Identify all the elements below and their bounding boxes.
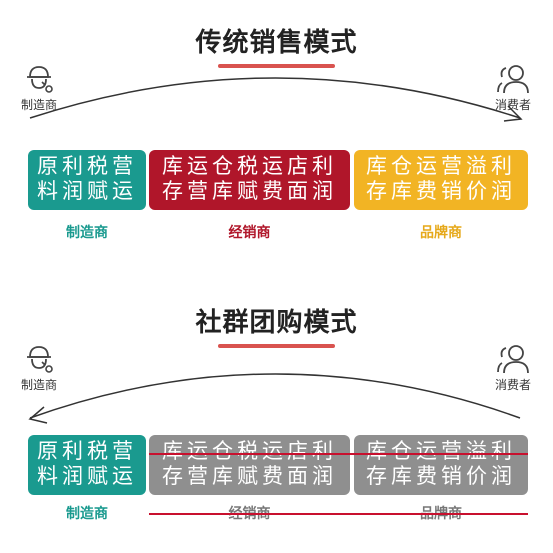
manufacturer-caption: 制造商 bbox=[66, 506, 108, 522]
brand-caption: 品牌商 bbox=[420, 225, 462, 241]
block-row: 原利税营 bbox=[37, 154, 137, 178]
manufacturer-label: 制造商 bbox=[20, 98, 57, 112]
strikethrough-line bbox=[149, 453, 528, 455]
flow-arrow bbox=[28, 373, 521, 424]
manufacturer-endpoint: 制造商 bbox=[4, 64, 74, 113]
distributor-cost-block: 库运仓税运店利 存营库赋费面润 bbox=[149, 150, 350, 210]
block-row: 原利税营 bbox=[37, 439, 137, 463]
block-row: 库仓运营溢利 bbox=[366, 439, 516, 463]
people-icon bbox=[497, 345, 529, 374]
manufacturer-cost-block: 原利税营 料润赋运 bbox=[28, 435, 146, 495]
title-underline bbox=[218, 344, 335, 348]
consumer-endpoint: 消费者 bbox=[478, 344, 548, 393]
manufacturer-caption: 制造商 bbox=[66, 225, 108, 241]
consumer-label: 消费者 bbox=[494, 378, 531, 392]
block-row: 库仓运营溢利 bbox=[366, 154, 516, 178]
title-underline bbox=[218, 64, 335, 68]
section-title: 社群团购模式 bbox=[195, 308, 358, 338]
manufacturer-cost-block: 原利税营 料润赋运 bbox=[28, 150, 146, 210]
block-row: 料润赋运 bbox=[37, 464, 137, 488]
manufacturer-label: 制造商 bbox=[20, 378, 57, 392]
distributor-cost-block: 库运仓税运店利 存营库赋费面润 bbox=[149, 435, 350, 495]
block-row: 料润赋运 bbox=[37, 179, 137, 203]
group-buying-section: 社群团购模式 制造商 消费者 原利税营 料润赋运 库运仓税运店利 存营库赋费面润 bbox=[0, 290, 553, 553]
consumer-endpoint: 消费者 bbox=[478, 64, 548, 113]
block-row: 存库费销价润 bbox=[366, 179, 516, 203]
brand-cost-block: 库仓运营溢利 存库费销价润 bbox=[354, 150, 528, 210]
block-row: 库运仓税运店利 bbox=[162, 154, 337, 178]
distributor-caption: 经销商 bbox=[228, 225, 271, 241]
block-row: 库运仓税运店利 bbox=[162, 439, 337, 463]
consumer-label: 消费者 bbox=[494, 98, 531, 112]
manufacturer-endpoint: 制造商 bbox=[4, 344, 74, 393]
strikethrough-line bbox=[149, 513, 528, 515]
flow-arrow bbox=[29, 77, 523, 122]
brand-cost-block: 库仓运营溢利 存库费销价润 bbox=[354, 435, 528, 495]
block-row: 存库费销价润 bbox=[366, 464, 516, 488]
block-row: 存营库赋费面润 bbox=[162, 464, 337, 488]
worker-icon bbox=[27, 66, 53, 93]
people-icon bbox=[497, 65, 529, 94]
worker-icon bbox=[27, 346, 53, 373]
section-title: 传统销售模式 bbox=[195, 28, 358, 58]
traditional-sales-section: 传统销售模式 制造商 消费者 原利税营 料润赋运 库运仓税运店利 存营库赋费面润 bbox=[0, 0, 553, 270]
block-row: 存营库赋费面润 bbox=[162, 179, 337, 203]
